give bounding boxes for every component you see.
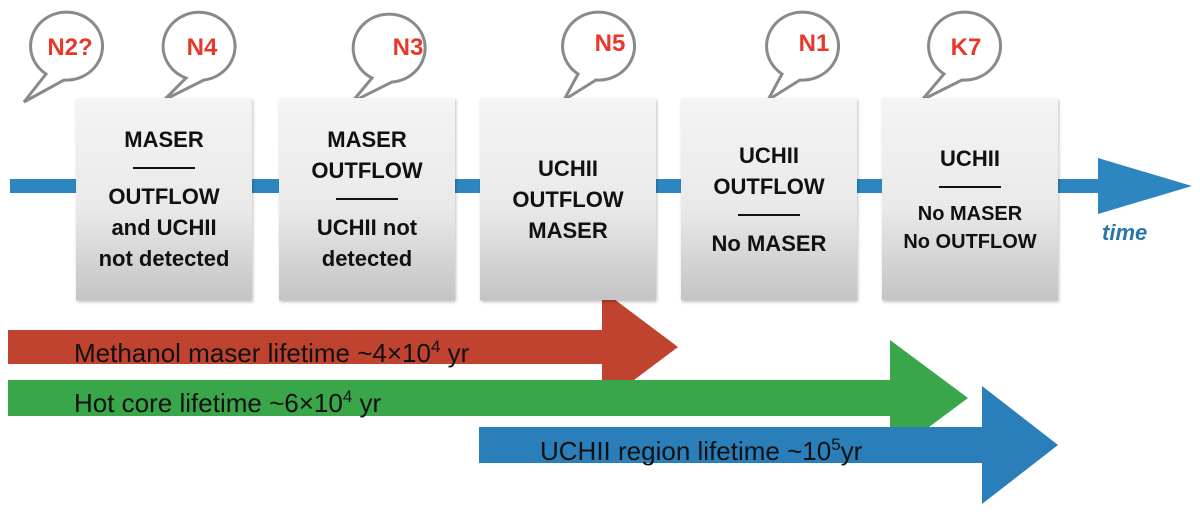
maser-lifetime-label: Methanol maser lifetime ~4×104 yr [74,332,469,368]
stage-1-bottom-line: OUTFLOW [108,184,220,209]
bubble-label-n3: N3 [392,34,424,61]
bubble-label-n5: N5 [594,30,626,57]
stage-box-5: UCHII No MASER No OUTFLOW [882,98,1058,300]
stage-5-bottom-line: No OUTFLOW [903,230,1037,253]
hotcore-lifetime-arrow [8,340,968,456]
speech-bubble-k7 [920,10,1003,102]
stage-box-2: MASER OUTFLOW UCHII not detected [279,98,455,300]
timeline-arrowhead [1098,158,1192,214]
stage-5-bottom-line: No MASER [917,202,1023,225]
stage-1-bottom-line: and UCHII [111,215,217,240]
stage-box-4: UCHII OUTFLOW No MASER [681,98,857,300]
maser-lifetime-text: Methanol maser lifetime ~4×10 [74,338,431,368]
uchii-lifetime-exponent: 5 [831,435,841,454]
speech-bubble-n5 [559,10,637,105]
time-axis-label: time [1102,220,1148,245]
stage-3-top-line: MASER [528,217,608,243]
uchii-lifetime-arrow [479,386,1058,504]
stage-box-1: MASER OUTFLOW and UCHII not detected [76,98,252,300]
maser-lifetime-unit: yr [440,338,470,368]
hotcore-lifetime-label: Hot core lifetime ~6×104 yr [74,382,381,418]
maser-lifetime-exponent: 4 [430,337,441,356]
bubble-label-n2: N2? [47,34,93,61]
hotcore-lifetime-exponent: 4 [342,387,353,406]
stage-2-bottom-line: detected [321,246,413,271]
stage-5-bottom-group: No MASER No OUTFLOW [903,200,1036,256]
stage-4-bottom-line: No MASER [711,230,827,256]
speech-bubble-n2 [22,10,105,104]
stage-2-top-line: OUTFLOW [311,158,423,183]
uchii-lifetime-label: UCHII region lifetime ~105yr [540,430,862,466]
hotcore-lifetime-unit: yr [352,388,382,418]
stage-3-top-line: OUTFLOW [512,186,624,212]
stage-2-bottom-line: UCHII not [316,215,418,240]
stage-3-top-line: UCHII [538,155,598,181]
stage-2-divider [336,198,398,200]
hotcore-lifetime-text: Hot core lifetime ~6×10 [74,388,343,418]
stage-1-top-line: MASER [124,127,204,152]
bubble-label-n1: N1 [798,30,830,57]
bubble-label-n4: N4 [186,34,218,61]
stage-5-top-line: UCHII [940,145,1000,171]
speech-bubble-n4 [161,10,237,102]
stage-box-3: UCHII OUTFLOW MASER [480,98,656,300]
stage-4-top-line: UCHII [739,142,799,168]
stage-2-top-line: MASER [327,127,407,152]
stage-1-bottom-line: not detected [98,246,230,271]
uchii-lifetime-unit: yr [840,436,863,466]
maser-lifetime-arrow [8,290,678,404]
speech-bubble-n3 [350,12,427,104]
bubble-label-k7: K7 [950,34,982,61]
stage-5-divider [939,185,1001,188]
stage-4-top-line: OUTFLOW [713,173,825,199]
stage-1-divider [133,167,195,169]
speech-bubble-n1 [763,10,841,105]
stage-4-divider [738,213,800,216]
uchii-lifetime-text: UCHII region lifetime ~10 [540,436,832,466]
